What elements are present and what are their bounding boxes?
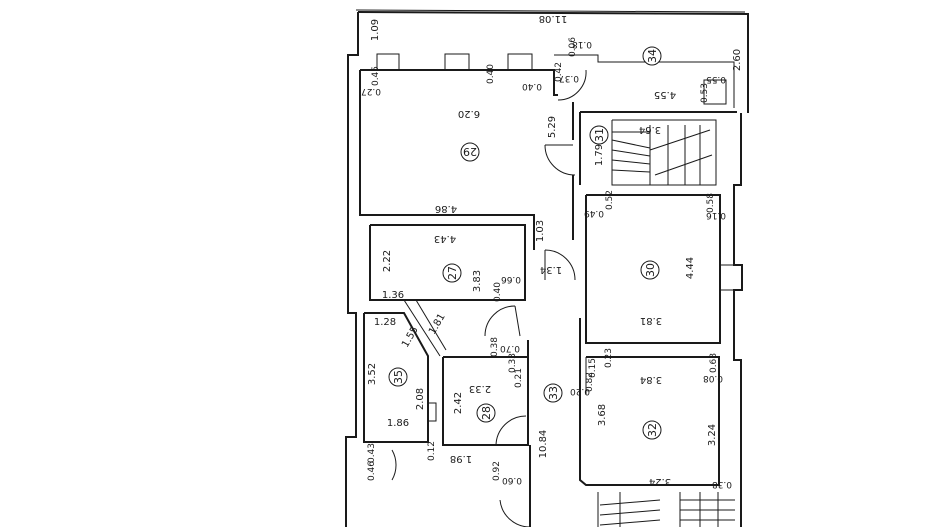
dim-0-40b: 0.40 bbox=[522, 81, 542, 91]
dim-0-66: 0.66 bbox=[501, 274, 521, 284]
room-32-wall bbox=[579, 318, 720, 486]
dim-0-06: 0.06 bbox=[568, 37, 578, 57]
dim-3-84: 3.84 bbox=[640, 374, 662, 385]
room-number-31: 31 bbox=[589, 125, 609, 145]
dim-2-08: 2.08 bbox=[415, 388, 426, 410]
dim-0-58: 0.58 bbox=[706, 193, 716, 213]
room-34-wall bbox=[554, 54, 735, 108]
dim-0-40c: 0.40 bbox=[493, 282, 503, 302]
dim-3-83: 3.83 bbox=[472, 270, 483, 292]
dim-1-79: 1.79 bbox=[594, 144, 605, 166]
room-28-wall bbox=[442, 356, 529, 446]
dim-3-64: 3.64 bbox=[639, 124, 661, 135]
dim-0-21: 0.21 bbox=[514, 368, 524, 388]
dim-0-52: 0.52 bbox=[605, 190, 615, 210]
dim-0-68: 0.68 bbox=[709, 353, 719, 373]
dim-0-82: 0.82 bbox=[585, 372, 595, 392]
dim-0-18: 0.18 bbox=[572, 39, 592, 49]
dim-0-53: 0.53 bbox=[700, 83, 710, 103]
svg-text:34: 34 bbox=[646, 49, 659, 63]
dim-0-27: 0.27 bbox=[361, 86, 381, 96]
dim-4-55: 4.55 bbox=[654, 89, 676, 100]
dim-3-24b: 3.24 bbox=[649, 476, 671, 487]
dim-0-12: 0.12 bbox=[427, 441, 437, 461]
room-number-35: 35 bbox=[388, 367, 408, 387]
dim-0-43: 0.43 bbox=[367, 443, 377, 463]
dim-10-84: 10.84 bbox=[538, 430, 549, 459]
room-35-wall bbox=[363, 312, 429, 443]
outer-wall-right bbox=[733, 113, 743, 527]
dim-4-43: 4.43 bbox=[434, 233, 456, 244]
svg-text:35: 35 bbox=[392, 370, 405, 384]
svg-text:28: 28 bbox=[480, 406, 493, 420]
outer-wall-top bbox=[357, 11, 749, 113]
dim-1-98: 1.98 bbox=[450, 453, 472, 464]
dim-0-23: 0.23 bbox=[604, 348, 614, 368]
dim-2-22: 2.22 bbox=[382, 250, 393, 272]
dim-1-86: 1.86 bbox=[387, 418, 409, 429]
room-number-27: 27 bbox=[442, 263, 462, 283]
dim-0-55: 0.55 bbox=[706, 74, 726, 84]
room-number-33: 33 bbox=[543, 383, 563, 403]
dim-4-86: 4.86 bbox=[435, 203, 457, 214]
dim-0-15: 0.15 bbox=[588, 358, 598, 378]
dim-0-33: 0.33 bbox=[508, 353, 518, 373]
svg-text:33: 33 bbox=[547, 386, 560, 400]
dimension-labels: 11.08 1.09 2.60 4.55 0.55 0.53 0.18 0.06… bbox=[361, 13, 743, 489]
dim-0-60: 0.60 bbox=[502, 475, 522, 485]
svg-text:31: 31 bbox=[593, 128, 606, 142]
dim-1-09: 1.09 bbox=[370, 19, 381, 41]
dim-0-38b: 0.38 bbox=[712, 479, 732, 489]
dim-0-40a: 0.40 bbox=[486, 64, 496, 84]
svg-text:30: 30 bbox=[644, 263, 657, 277]
dim-0-45: 0.45 bbox=[371, 66, 381, 86]
dim-11-08: 11.08 bbox=[539, 13, 568, 24]
dim-1-34: 1.34 bbox=[540, 264, 562, 275]
door-29 bbox=[557, 69, 587, 101]
dim-0-20: 0.20 bbox=[570, 386, 590, 396]
svg-text:27: 27 bbox=[446, 266, 459, 280]
dim-3-24a: 3.24 bbox=[707, 424, 718, 446]
room-number-32: 32 bbox=[642, 420, 662, 440]
dim-1-03: 1.03 bbox=[535, 220, 546, 242]
dim-0-70: 0.70 bbox=[500, 343, 520, 353]
stair-bottom bbox=[597, 492, 735, 527]
dim-2-33: 2.33 bbox=[469, 383, 491, 394]
dim-5-29: 5.29 bbox=[547, 116, 558, 138]
svg-text:29: 29 bbox=[463, 145, 477, 158]
dim-2-60: 2.60 bbox=[732, 49, 743, 71]
dim-0-42: 0.42 bbox=[554, 62, 564, 82]
dim-0-38: 0.38 bbox=[490, 337, 500, 357]
dim-6-20: 6.20 bbox=[458, 108, 480, 119]
outer-wall-left bbox=[345, 12, 359, 527]
dim-0-46: 0.46 bbox=[367, 461, 377, 481]
dim-4-44: 4.44 bbox=[685, 257, 696, 279]
dim-3-52: 3.52 bbox=[367, 363, 378, 385]
room-number-34: 34 bbox=[642, 46, 662, 66]
room-number-29: 29 bbox=[460, 142, 480, 162]
dim-3-81: 3.81 bbox=[640, 315, 662, 326]
dim-1-36: 1.36 bbox=[382, 290, 404, 301]
dim-0-37: 0.37 bbox=[559, 73, 579, 83]
dim-0-08: 0.08 bbox=[703, 373, 723, 383]
dim-0-92: 0.92 bbox=[492, 461, 502, 481]
dim-2-42: 2.42 bbox=[453, 392, 464, 414]
room-number-30: 30 bbox=[640, 260, 660, 280]
room-27-wall bbox=[369, 224, 526, 301]
room-30-wall bbox=[585, 194, 721, 344]
dim-3-68: 3.68 bbox=[597, 404, 608, 426]
stair-31 bbox=[611, 119, 717, 186]
dim-0-16: 0.16 bbox=[706, 210, 726, 220]
dim-0-49: 0.49 bbox=[584, 208, 604, 218]
room-number-28: 28 bbox=[476, 403, 496, 423]
dim-1-81: 1.81 bbox=[427, 312, 448, 337]
svg-text:32: 32 bbox=[646, 423, 659, 437]
dim-1-28: 1.28 bbox=[374, 317, 396, 328]
